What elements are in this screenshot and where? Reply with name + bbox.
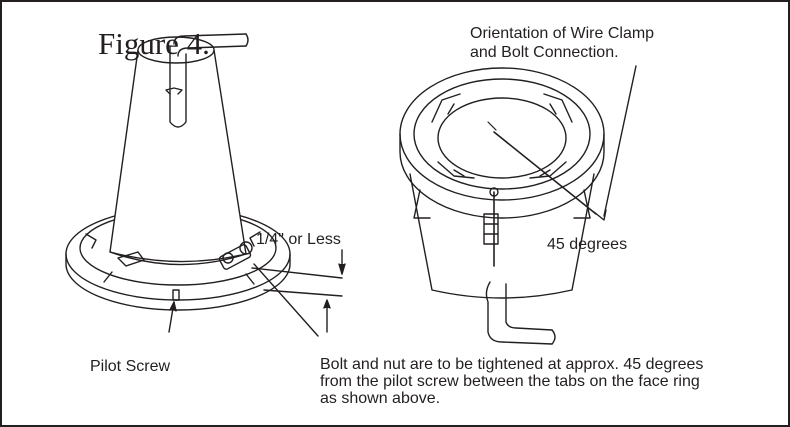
quarter-inch-dimension	[251, 249, 346, 333]
bolt-note-line-3: as shown above.	[320, 390, 441, 407]
bolt-note-line-1: Bolt and nut are to be tightened at appr…	[320, 356, 704, 373]
angle-indicator	[487, 121, 597, 267]
orientation-leader	[603, 65, 637, 217]
cone-housing	[109, 33, 249, 266]
pilot-screw-label: Pilot Screw	[90, 358, 171, 375]
quarter-inch-label: 1/4" or Less	[256, 231, 341, 248]
bolt-note-line-2: from the pilot screw between the tabs on…	[320, 373, 700, 390]
pilot-screw-mark	[168, 289, 180, 333]
orientation-label-line-1: Orientation of Wire Clamp	[470, 25, 655, 42]
ring-top-outer	[399, 67, 605, 201]
cone-top	[137, 36, 215, 64]
housing-right	[399, 67, 605, 345]
orientation-label-line-2: and Bolt Connection.	[470, 44, 619, 61]
angle-label: 45 degrees	[547, 236, 628, 253]
figure-title: Figure 4.	[98, 26, 210, 61]
orientation-label: Orientation of Wire Clamp and Bolt Conne…	[470, 24, 730, 62]
bolt-leader	[253, 263, 319, 337]
wire-clamp-left	[117, 241, 253, 270]
bolt-note: Bolt and nut are to be tightened at appr…	[320, 356, 790, 407]
